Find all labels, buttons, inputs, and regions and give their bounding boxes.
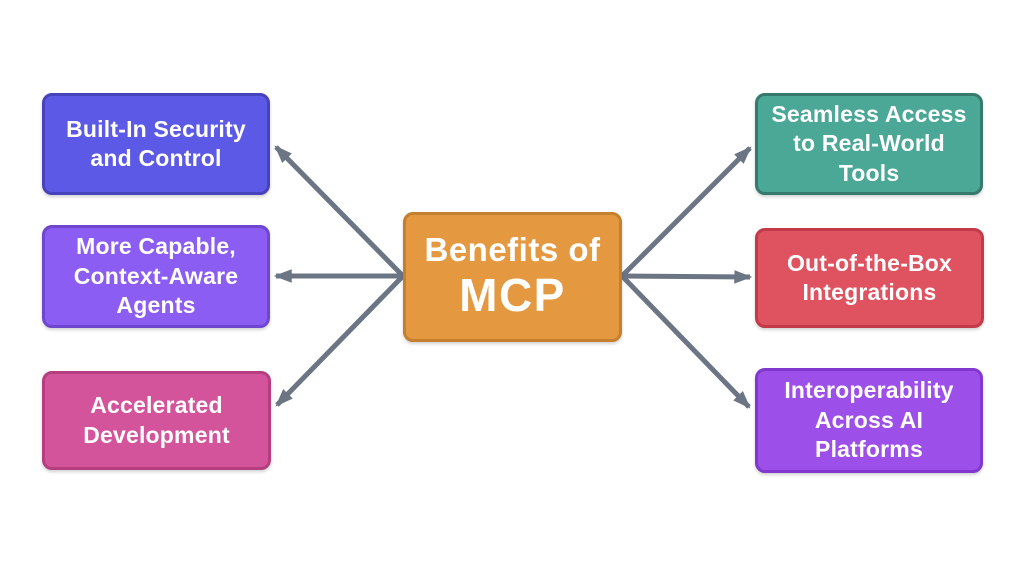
arrow-to-built-in-security	[274, 145, 405, 278]
node-context-aware-agents-label: More Capable, Context-Aware Agents	[73, 233, 239, 319]
node-benefits-of-mcp: Benefits of MCP	[403, 212, 622, 342]
node-accelerated-development-label: Accelerated Development	[83, 392, 230, 448]
node-context-aware-agents: More Capable, Context-Aware Agents	[42, 225, 270, 328]
node-out-of-box-integrations: Out-of-the-Box Integrations	[755, 228, 984, 328]
node-seamless-access-tools-label: Seamless Access to Real-World Tools	[771, 100, 967, 186]
node-interoperability-label: Interoperability Across AI Platforms	[784, 377, 954, 463]
node-accelerated-development: Accelerated Development	[42, 371, 271, 470]
node-interoperability: Interoperability Across AI Platforms	[755, 368, 983, 473]
node-built-in-security-label: Built-In Security and Control	[66, 115, 246, 171]
center-title-line2: MCP	[459, 268, 566, 321]
node-seamless-access-tools: Seamless Access to Real-World Tools	[755, 93, 983, 195]
arrow-to-out-of-box-integrations	[621, 270, 753, 284]
arrow-to-interoperability	[620, 274, 751, 409]
arrow-to-seamless-access-tools	[620, 146, 752, 278]
arrow-to-accelerated-development	[275, 274, 405, 407]
node-out-of-box-integrations-label: Out-of-the-Box Integrations	[786, 249, 953, 305]
center-title-line1: Benefits of	[424, 231, 601, 269]
node-built-in-security: Built-In Security and Control	[42, 93, 270, 195]
